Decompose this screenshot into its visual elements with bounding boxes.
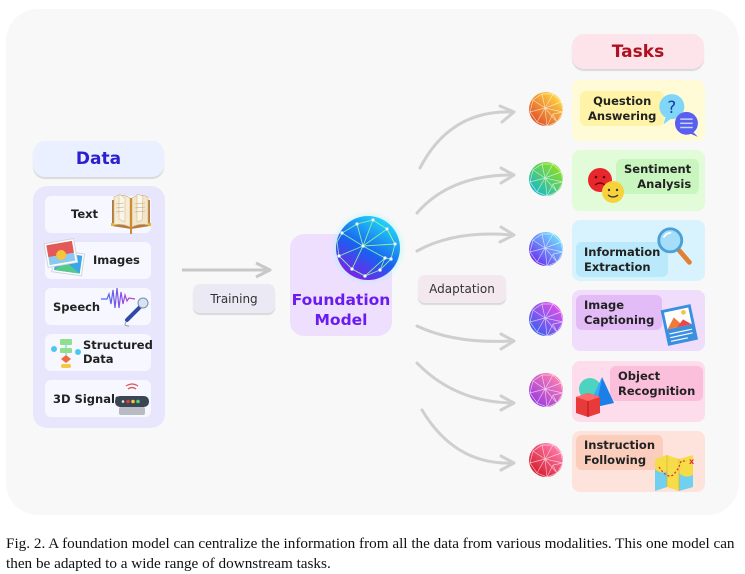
treasure-map-icon: x xyxy=(655,455,695,491)
task-label-line2: Recognition xyxy=(618,383,696,398)
adapted-model-globe-icon xyxy=(529,92,564,127)
data-item-images: Images xyxy=(43,238,151,279)
foundation-model-label-line2: Model xyxy=(314,311,368,329)
3d-shapes-icon xyxy=(576,377,614,417)
adaptation-arrow-3 xyxy=(415,232,514,253)
data-item-label-line2: Data xyxy=(83,352,114,366)
adaptation-arrows xyxy=(415,104,516,472)
data-modalities-group: Text Images Speech xyxy=(33,186,165,428)
adaptation-label: Adaptation xyxy=(418,275,506,303)
adaptation-arrow-1 xyxy=(418,110,514,170)
data-item-label: Images xyxy=(93,253,140,267)
open-book-icon xyxy=(111,193,151,234)
magnifier-icon xyxy=(657,227,692,265)
task-label-line1: Image xyxy=(584,298,625,312)
adaptation-arrow-5 xyxy=(415,361,514,405)
foundation-model-label: Foundation Model xyxy=(290,290,392,330)
photos-icon xyxy=(43,238,86,277)
training-arrow xyxy=(182,261,272,279)
neural-globe-icon xyxy=(330,210,406,286)
data-item-3d-signals: 3D Signals xyxy=(45,380,151,417)
svg-text:?: ? xyxy=(667,98,676,117)
adapted-model-globe-icon xyxy=(529,162,564,197)
data-header: Data xyxy=(33,141,164,177)
router-sensor-icon xyxy=(115,383,149,415)
svg-text:x: x xyxy=(689,457,695,466)
task-label-line1: Object xyxy=(618,369,661,383)
foundation-model-label-line1: Foundation xyxy=(291,291,391,309)
flowchart-icon xyxy=(51,339,81,368)
adapted-model-globe-icon xyxy=(529,302,564,337)
task-label-line2: Answering xyxy=(588,108,657,123)
data-item-label: 3D Signals xyxy=(53,392,122,406)
picture-caption-icon xyxy=(660,304,698,346)
task-label-line1: Information xyxy=(584,245,661,259)
data-item-label-line1: Structured xyxy=(83,338,153,352)
emoji-faces-icon xyxy=(588,168,624,203)
data-item-label: Speech xyxy=(53,300,101,314)
adaptation-arrow-4 xyxy=(415,324,514,343)
task-label-line2: Analysis xyxy=(637,176,692,191)
adaptation-arrow-2 xyxy=(415,173,514,215)
adapted-model-globe-icon xyxy=(529,232,564,267)
data-item-label: Text xyxy=(71,207,99,221)
data-item-text: Text xyxy=(45,193,151,234)
data-item-speech: Speech xyxy=(45,287,151,327)
task-label-line2: Captioning xyxy=(584,312,655,327)
adapted-model-globe-icon xyxy=(529,443,564,478)
task-label-line2: Extraction xyxy=(584,259,651,274)
task-label-line1: Sentiment xyxy=(624,162,692,176)
question-chat-icon: ? xyxy=(659,94,698,137)
figure-caption: Fig. 2. A foundation model can centraliz… xyxy=(6,535,735,572)
task-label-line1: Question xyxy=(593,94,652,108)
adapted-model-globe-icon xyxy=(529,373,564,408)
task-label-line1: Instruction xyxy=(584,438,656,452)
data-item-structured-data: Structured Data xyxy=(45,334,153,371)
training-label: Training xyxy=(193,284,275,313)
task-label-line2: Following xyxy=(584,452,647,467)
adaptation-arrow-6 xyxy=(420,408,514,465)
tasks-header: Tasks xyxy=(572,34,704,69)
microphone-waveform-icon xyxy=(101,287,149,327)
